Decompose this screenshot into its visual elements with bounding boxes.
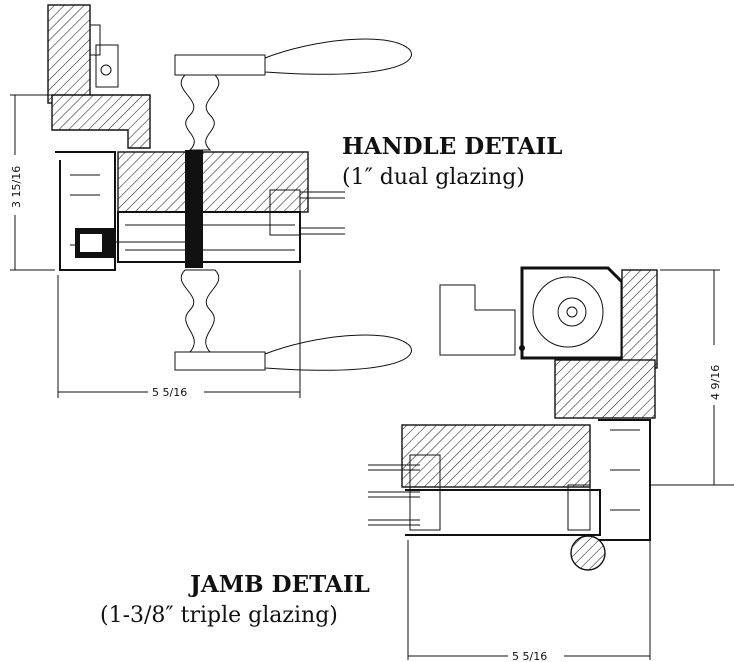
bulb-seal (570, 535, 606, 571)
lower-handle-shank (174, 351, 266, 371)
upper-handle-shank (174, 54, 266, 76)
screen-roll-inner (557, 297, 587, 327)
handle-height-label: 3 15/16 (10, 166, 23, 208)
mounting-bracket (439, 284, 516, 356)
jamb-width-label: 5 5/16 (512, 650, 547, 662)
handle-width-label: 5 5/16 (152, 386, 187, 399)
jamb-height-label: 4 9/16 (709, 365, 722, 400)
sash-extrusion (117, 211, 301, 263)
jamb-extrusion (405, 489, 601, 536)
lower-handle-lever (264, 334, 412, 371)
jamb-height-label-bg (704, 345, 726, 405)
jamb-width-label-bg (508, 648, 564, 662)
handle-detail-subtitle: (1″ dual glazing) (342, 165, 525, 190)
latch-block (95, 44, 119, 88)
lock-window (80, 234, 102, 252)
frame-header (51, 94, 151, 149)
screen-roll-outer (532, 276, 604, 348)
latch-screw (100, 64, 112, 76)
upper-handle-lever (264, 38, 412, 75)
jamb-detail-title: JAMB DETAIL (188, 571, 370, 598)
jamb-sash (401, 424, 591, 488)
jamb-frame (598, 419, 651, 541)
screen-housing (520, 266, 624, 360)
lower-handle-neck (180, 269, 220, 353)
jamb-header (554, 359, 656, 419)
jamb-detail-drawing: 4 9/16 5 5/16 (368, 266, 734, 662)
upper-handle-neck (180, 74, 220, 151)
jamb-frame-ribs (610, 429, 640, 511)
jamb-wall (621, 269, 658, 369)
handle-detail-drawing: 3 15/16 5 5/16 (5, 4, 412, 400)
wall-block (47, 4, 91, 104)
handle-height-label-bg (5, 155, 25, 215)
jamb-detail-subtitle: (1-3/8″ triple glazing) (100, 603, 338, 628)
extrusion-lines (125, 224, 295, 251)
housing-fastener (519, 345, 525, 351)
wall-trim (89, 24, 101, 56)
glazing-bead (269, 189, 301, 236)
sash-block (117, 151, 309, 213)
frame-profile (55, 151, 116, 271)
jamb-glazing-bead (409, 454, 441, 531)
handle-detail-title: HANDLE DETAIL (342, 133, 562, 160)
screen-roll-core (566, 306, 578, 318)
weatherstrip (567, 484, 591, 531)
spindle (185, 150, 203, 268)
handle-width-label-bg (148, 384, 204, 400)
